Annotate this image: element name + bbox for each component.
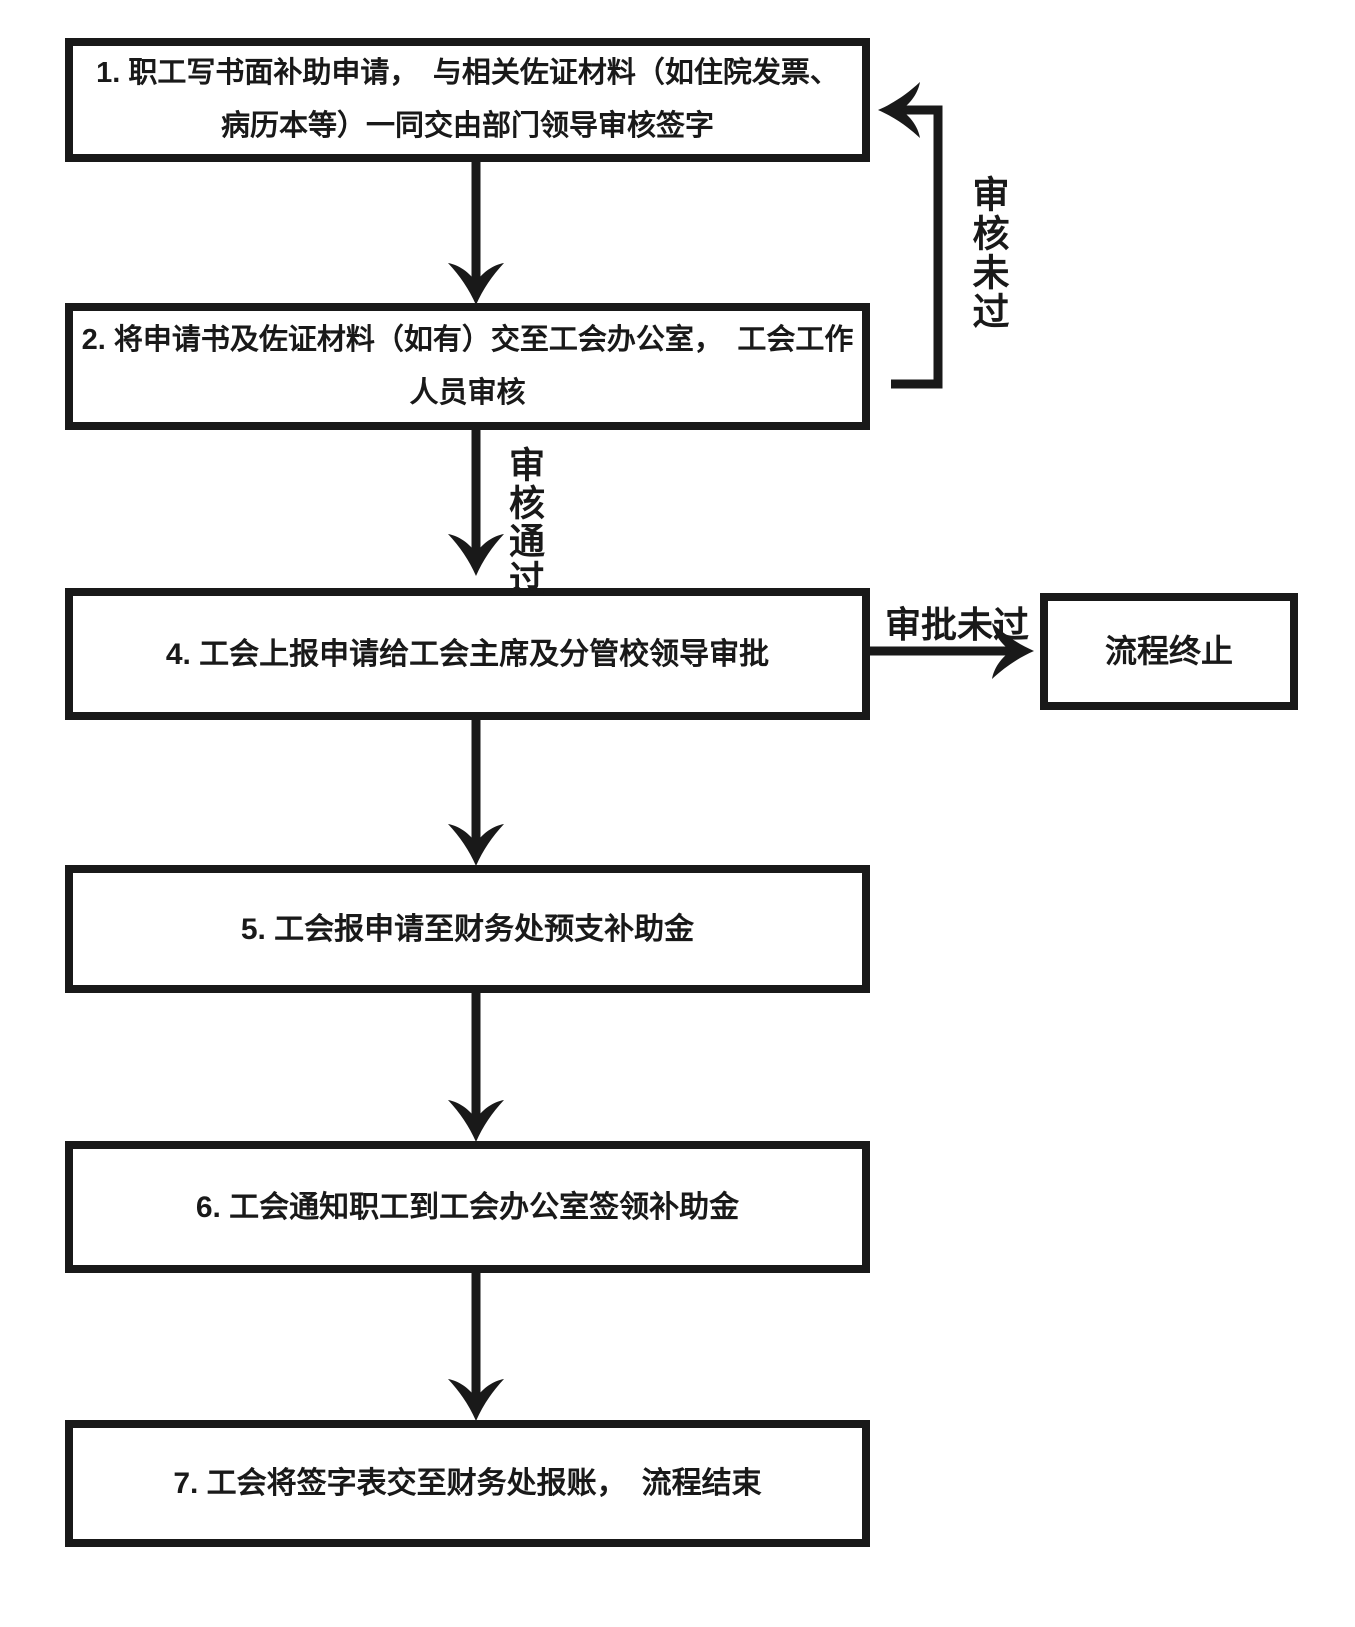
- terminal-box: 流程终止: [1040, 593, 1298, 710]
- step-6-box: 6. 工会通知职工到工会办公室签领补助金: [65, 1141, 870, 1273]
- step-1-text-line2: 病历本等）一同交由部门领导审核签字: [220, 110, 714, 142]
- arrow-loop-step2-to-step1: [878, 82, 943, 389]
- arrow-step6-to-step7: [448, 1271, 504, 1421]
- step-7-box: 7. 工会将签字表交至财务处报账， 流程结束: [65, 1420, 870, 1547]
- edge-label-review-passed: 审核通过: [504, 446, 545, 598]
- arrow-step4-to-terminal: [866, 623, 1034, 679]
- step-1-text-line1: 1. 职工写书面补助申请， 与相关佐证材料（如住院发票、: [96, 57, 839, 89]
- edge-label-approval-failed: 审批未过: [885, 604, 1030, 645]
- step-5-text: 5. 工会报申请至财务处预支补助金: [240, 912, 695, 946]
- step-4-box: 4. 工会上报申请给工会主席及分管校领导审批: [65, 588, 870, 720]
- terminal-text: 流程终止: [1104, 633, 1233, 669]
- arrow-step5-to-step6: [448, 991, 504, 1142]
- step-2-box: 2. 将申请书及佐证材料（如有）交至工会办公室， 工会工作 人员审核: [65, 303, 870, 430]
- step-6-text: 6. 工会通知职工到工会办公室签领补助金: [195, 1190, 740, 1224]
- step-5-box: 5. 工会报申请至财务处预支补助金: [65, 865, 870, 993]
- arrow-step2-to-step4: [448, 428, 504, 576]
- step-4-text: 4. 工会上报申请给工会主席及分管校领导审批: [165, 637, 770, 671]
- step-7-text: 7. 工会将签字表交至财务处报账， 流程结束: [173, 1467, 762, 1500]
- arrow-step1-to-step2: [448, 158, 504, 305]
- step-2-text-line2: 人员审核: [409, 376, 526, 409]
- step-2-text-line1: 2. 将申请书及佐证材料（如有）交至工会办公室， 工会工作: [81, 323, 854, 356]
- edge-label-review-failed: 审核未过: [967, 175, 1008, 331]
- arrow-step4-to-step5: [448, 718, 504, 866]
- step-1-box: 1. 职工写书面补助申请， 与相关佐证材料（如住院发票、 病历本等）一同交由部门…: [65, 38, 870, 162]
